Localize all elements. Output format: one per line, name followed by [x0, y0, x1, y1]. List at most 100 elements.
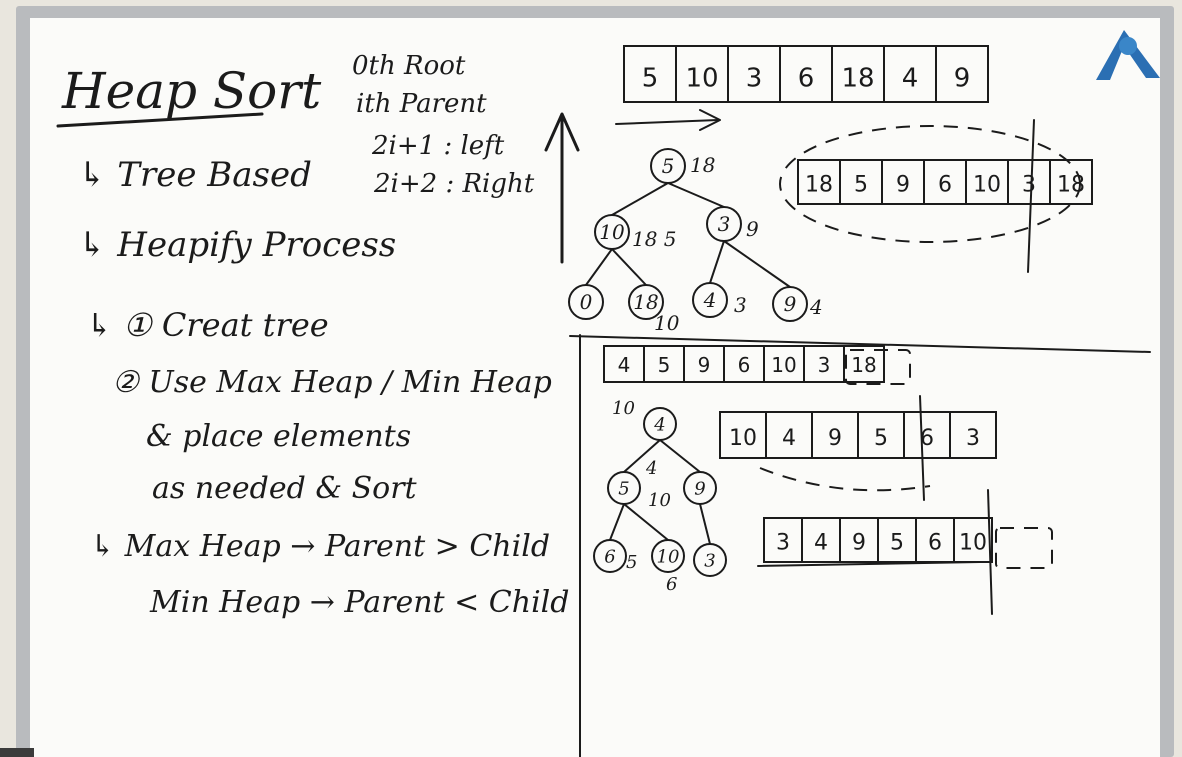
- title: Heap Sort: [61, 62, 322, 120]
- array-bottom-cell-value: 10: [959, 531, 987, 556]
- array-right-cell-value: 18: [805, 173, 833, 198]
- tree2-edge: [699, 503, 711, 545]
- array-bottom-cell-value: 5: [890, 531, 904, 556]
- tree1-node-value: 10: [599, 220, 625, 244]
- array-bottom-cell-value: 9: [852, 531, 866, 556]
- tree1-annotation: 4: [809, 295, 823, 319]
- horizontal-divider: [569, 335, 1151, 353]
- array-top-cell-value: 3: [746, 63, 763, 93]
- tree1-node: [594, 214, 630, 250]
- tree1-edge: [611, 182, 669, 216]
- array-lower-divider: [919, 395, 925, 501]
- array-mid-cell-value: 9: [698, 353, 711, 377]
- array-lower-cell-value: 9: [828, 426, 842, 451]
- array-lower-cell: [949, 411, 997, 459]
- array-right-cell-value: 3: [1022, 173, 1036, 198]
- array-mid-cell-value: 18: [851, 353, 876, 377]
- tree1-edge: [667, 182, 725, 208]
- tree1-node: [772, 286, 808, 322]
- array-bottom-cell-value: 4: [814, 531, 828, 556]
- tree2-node-value: 5: [618, 478, 629, 499]
- note-tree-based: ↳ Tree Based: [78, 155, 312, 195]
- array-top-cell-value: 10: [685, 63, 718, 93]
- array-right-cell-value: 6: [938, 173, 952, 198]
- array-right-cell-value: 10: [973, 173, 1001, 198]
- tree1-edge: [585, 248, 613, 286]
- tree2-node: [593, 539, 627, 573]
- tree2-annotation: 6: [666, 574, 677, 595]
- tree2-annotation: 5: [626, 552, 637, 573]
- tree1-node: [650, 148, 686, 184]
- tree2-edge: [623, 503, 669, 541]
- tree1-node: [568, 284, 604, 320]
- tree1-node-value: 0: [580, 290, 593, 314]
- array-top-cell-value: 18: [841, 63, 874, 93]
- array-right-cell-value: 5: [854, 173, 868, 198]
- tree2-node-value: 6: [604, 546, 615, 567]
- tree1-edge: [611, 248, 647, 286]
- tree1-edge: [723, 240, 791, 288]
- tree2-node: [643, 407, 677, 441]
- tree2-annotation: 4: [645, 458, 657, 479]
- tree1-node-value: 18: [633, 290, 658, 314]
- channel-logo: [1096, 30, 1160, 80]
- note-min-heap-rule: Min Heap → Parent < Child: [149, 585, 569, 620]
- tree1-node: [628, 284, 664, 320]
- swap-dashed-loop-1: [779, 125, 1081, 243]
- array-mid-cell-value: 3: [818, 353, 831, 377]
- array-lower-cell-value: 3: [966, 426, 980, 451]
- tree2-node-value: 3: [704, 550, 715, 571]
- tree1-node-value: 9: [784, 292, 797, 316]
- array-right-cell-value: 9: [896, 173, 910, 198]
- tree2-edge: [659, 439, 701, 473]
- rule-root: 0th Root: [352, 51, 466, 81]
- note-as-needed: as needed & Sort: [152, 471, 418, 506]
- array-top-arrow-head: [699, 109, 721, 131]
- array-lower-cell-value: 6: [920, 426, 934, 451]
- tree1-node-value: 5: [662, 154, 675, 178]
- array-mid-cell-value: 5: [658, 353, 671, 377]
- tree2-node-value: 4: [653, 414, 665, 435]
- tree1-annotation: 10: [654, 311, 680, 335]
- array-bottom-divider: [987, 489, 993, 615]
- up-arrow-head: [544, 112, 580, 152]
- tree1-annotation: 18 5: [632, 227, 677, 251]
- tree1-edge: [709, 240, 725, 284]
- tree2-node: [683, 471, 717, 505]
- array-lower-cell-value: 4: [782, 426, 796, 451]
- rule-left: 2i+1 : left: [371, 131, 505, 161]
- array-bottom-cell-value: 3: [776, 531, 790, 556]
- tree2-node: [693, 543, 727, 577]
- tree2-node: [607, 471, 641, 505]
- tree1-node-value: 3: [718, 212, 731, 236]
- rule-right: 2i+2 : Right: [373, 169, 535, 199]
- whiteboard: [30, 18, 1160, 757]
- sorted-box-10: [995, 527, 1053, 569]
- tree2-node: [651, 539, 685, 573]
- array-mid-cell-value: 6: [738, 353, 751, 377]
- tree2-edge: [609, 503, 625, 541]
- note-max-heap-rule: ↳ Max Heap → Parent > Child: [90, 529, 550, 564]
- tree1-node-value: 4: [703, 288, 717, 312]
- rule-parent: ith Parent: [356, 89, 487, 119]
- tree1-annotation: 18: [690, 153, 715, 177]
- array-mid-cell-value: 4: [618, 353, 631, 377]
- array-top-cell: [935, 45, 989, 103]
- player-control-corner: [0, 748, 34, 757]
- array-right-cell: [1049, 159, 1093, 205]
- tree1-annotation: 9: [746, 217, 759, 241]
- tree1-node: [692, 282, 728, 318]
- note-place-elements: & place elements: [146, 419, 411, 454]
- tree1-node: [706, 206, 742, 242]
- array-lower-cell-value: 10: [729, 426, 757, 451]
- tree2-node-value: 9: [694, 478, 705, 499]
- tree2-annotation: 10: [648, 490, 671, 511]
